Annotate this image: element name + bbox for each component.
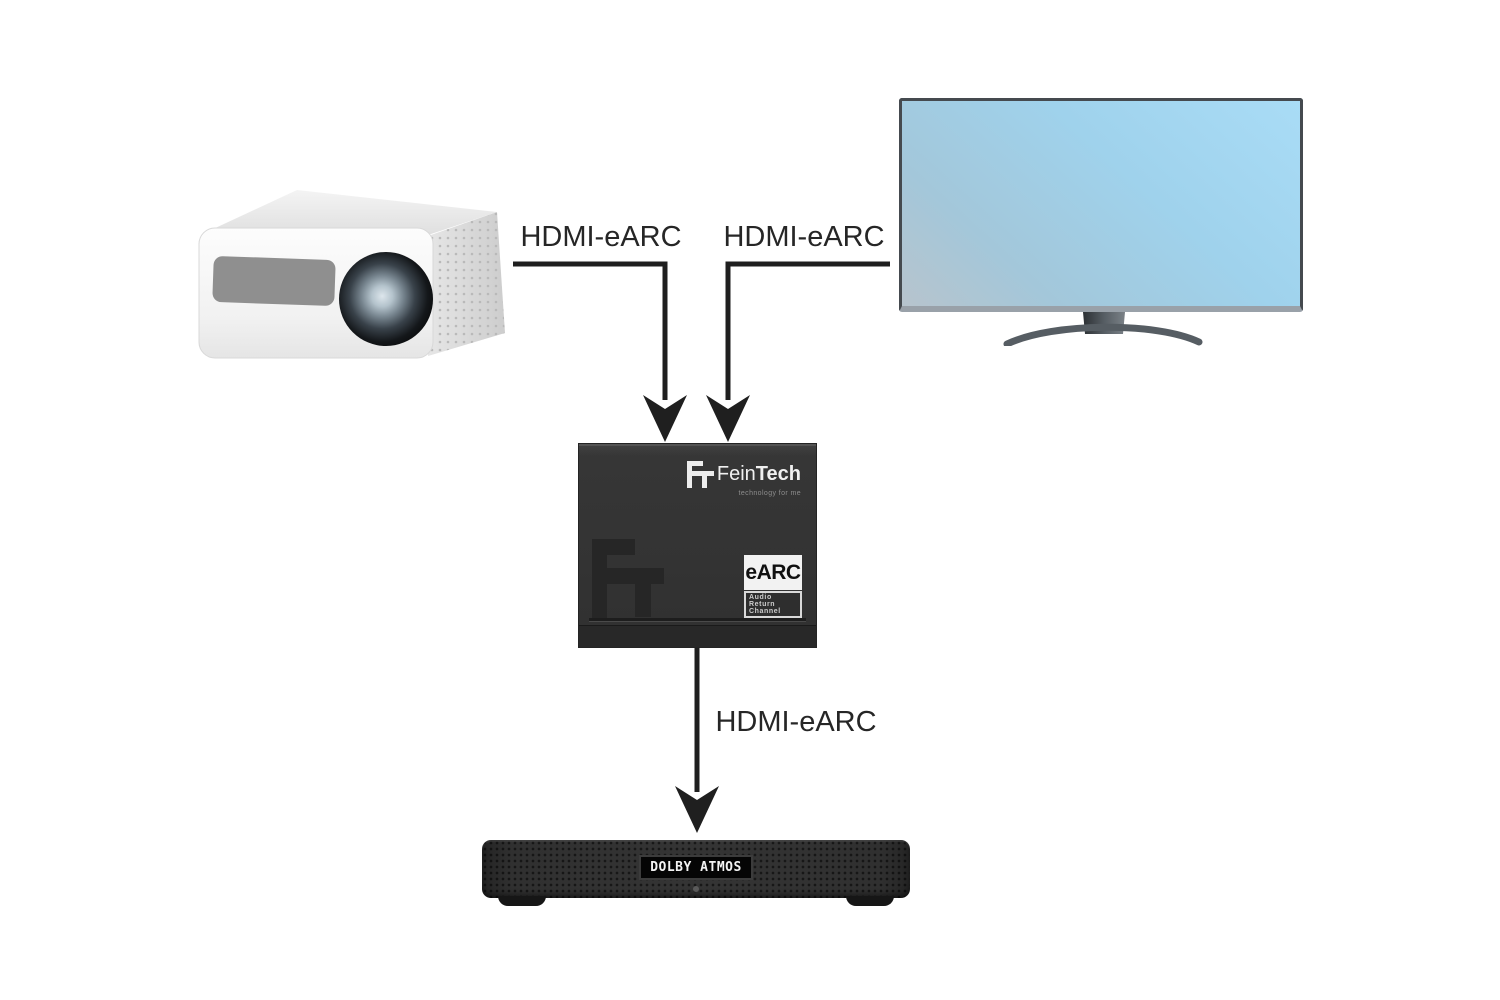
ft-watermark-icon	[592, 539, 664, 619]
projector	[198, 190, 505, 359]
feintech-brand-name: FeinTech	[717, 461, 801, 488]
tv-screen	[899, 98, 1303, 312]
projector-side-texture	[428, 212, 505, 356]
label-hdmi-earc-projector: HDMI-eARC	[520, 221, 682, 253]
soundbar: DOLBY ATMOS	[482, 840, 910, 906]
switch-bottom-strip	[579, 625, 816, 647]
connector-projector-to-switch	[513, 261, 668, 400]
label-hdmi-earc-tv: HDMI-eARC	[723, 221, 885, 253]
arrowhead-tv-to-switch	[706, 395, 750, 442]
soundbar-power-led	[693, 886, 699, 892]
arrowhead-projector-to-switch	[643, 395, 687, 442]
switch-front-groove	[589, 618, 806, 622]
earc-badge-line: Channel	[749, 608, 781, 615]
earc-switch: FeinTech technology for me eARC Audio Re…	[578, 443, 817, 648]
soundbar-display: DOLBY ATMOS	[639, 855, 753, 880]
soundbar-foot-left	[498, 896, 546, 906]
earc-badge-subtitle: Audio Return Channel	[744, 591, 802, 618]
earc-badge-title: eARC	[744, 555, 802, 590]
feintech-logo-icon	[686, 461, 714, 488]
brand-name-regular: Fein	[716, 463, 756, 485]
feintech-brand: FeinTech	[686, 461, 801, 491]
earc-badge: eARC Audio Return Channel	[744, 555, 802, 618]
earc-badge-line: Audio	[749, 594, 772, 601]
label-hdmi-earc-soundbar: HDMI-eARC	[715, 706, 877, 738]
tv	[899, 98, 1309, 346]
projector-lens	[339, 252, 433, 346]
projector-vent	[212, 256, 336, 306]
tv-stand-legs	[1003, 323, 1203, 346]
brand-name-bold: Tech	[755, 463, 801, 485]
arrowhead-switch-to-soundbar	[675, 786, 719, 833]
earc-badge-line: Return	[749, 601, 776, 608]
connector-tv-to-switch	[725, 261, 890, 400]
feintech-tagline: technology for me	[738, 490, 801, 497]
projector-top-face	[211, 190, 497, 234]
tv-stand	[1003, 312, 1203, 346]
soundbar-foot-right	[846, 896, 894, 906]
